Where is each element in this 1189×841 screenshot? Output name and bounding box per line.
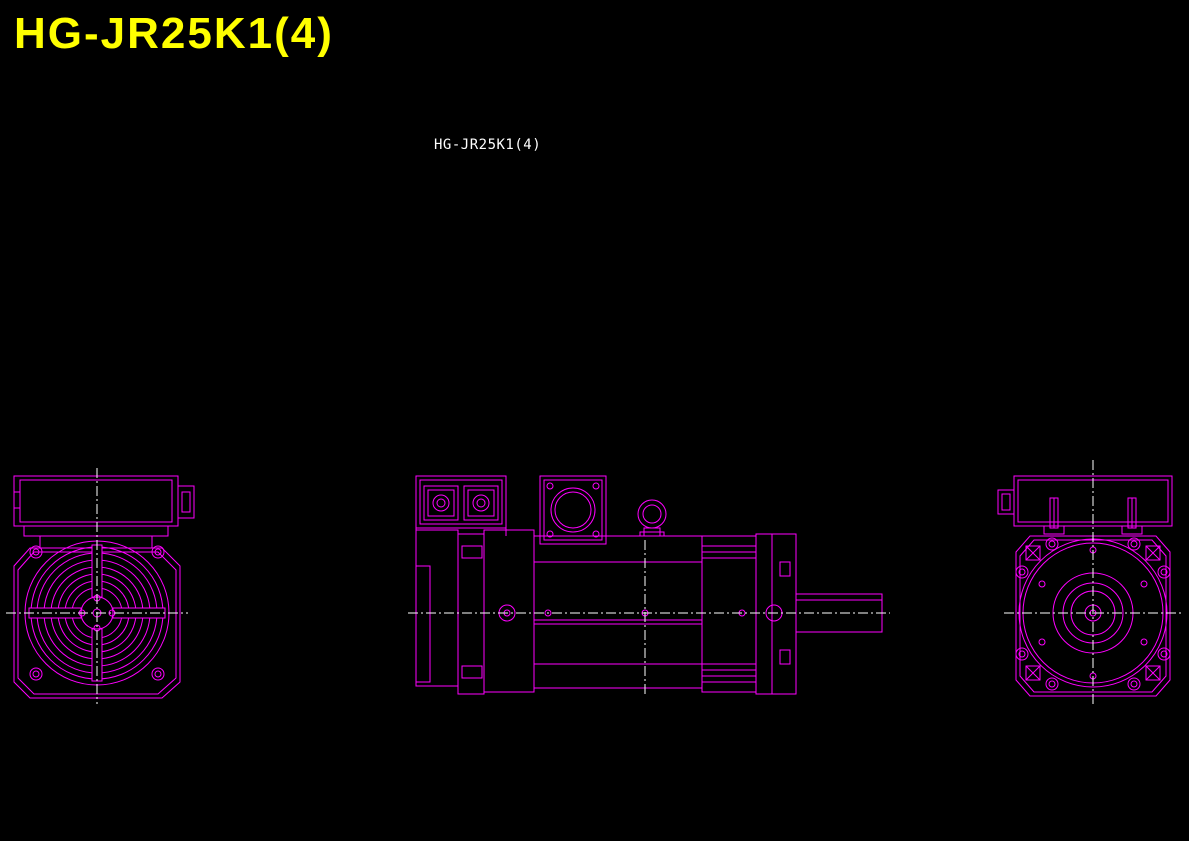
side-view [408,475,890,695]
rear-view [997,460,1182,704]
drawing-title: HG-JR25K1(4) [14,9,334,58]
drawing-label: HG-JR25K1(4) [434,137,542,153]
front-view [6,468,195,704]
